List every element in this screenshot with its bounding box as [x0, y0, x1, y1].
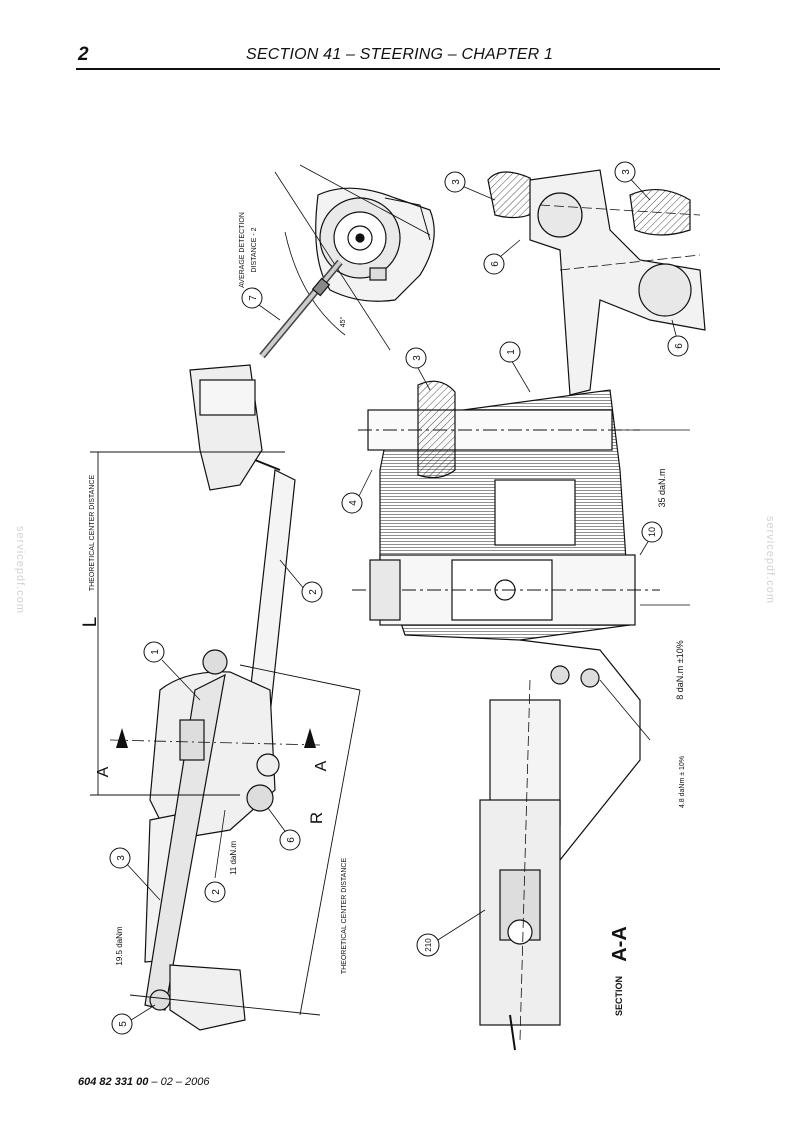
svg-text:1: 1 — [150, 649, 161, 655]
arrow-a-left-icon — [116, 728, 128, 748]
svg-text:3: 3 — [451, 179, 462, 185]
callout-10: 10 — [641, 521, 663, 543]
callout-6-topleft: 6 — [483, 253, 505, 275]
letter-l: L — [80, 617, 101, 628]
torque-195: 19.5 daNm — [115, 926, 124, 965]
theo-center-bot: THEORETICAL CENTER DISTANCE — [341, 858, 348, 975]
letter-r: R — [307, 812, 326, 824]
linkage-detail — [487, 169, 706, 396]
torque-48: 4.8 daNm ± 10% — [679, 756, 686, 808]
section-word: SECTION — [614, 976, 624, 1016]
svg-text:6: 6 — [674, 343, 685, 349]
svg-text:3: 3 — [412, 355, 423, 361]
arrow-a-right-label: A — [313, 760, 330, 771]
doc-date: – 02 – 2006 — [148, 1076, 210, 1088]
callout-3-section: 3 — [405, 347, 427, 369]
valve-block — [479, 679, 561, 1051]
dim-line-r — [299, 689, 361, 1016]
callout-4: 4 — [341, 492, 363, 514]
sensor-detail — [259, 164, 435, 359]
callout-2-mid: 2 — [301, 581, 323, 603]
callout-1-top: 1 — [499, 341, 521, 363]
torque-35: 35 daN.m — [657, 468, 667, 507]
arrow-a-left-label: A — [95, 766, 112, 777]
doc-code: 604 82 331 00 — [78, 1076, 149, 1088]
callout-3-topleft: 3 — [444, 171, 466, 193]
callout-210: 210 — [416, 933, 440, 957]
callout-6-bot: 6 — [279, 829, 301, 851]
svg-text:7: 7 — [248, 295, 259, 301]
svg-text:3: 3 — [116, 855, 127, 861]
callout-3-topright: 3 — [614, 161, 636, 183]
torque-8: 8 daN.m ±10% — [675, 640, 685, 699]
torque-11: 11 daN.m — [229, 841, 238, 875]
svg-text:210: 210 — [424, 938, 433, 952]
page-footer: 604 82 331 00 – 02 – 2006 — [78, 1076, 210, 1088]
callout-3-bot: 3 — [109, 847, 131, 869]
section-line-aa — [109, 739, 321, 746]
avg-detection-label: AVERAGE DETECTION — [239, 212, 246, 288]
svg-text:4: 4 — [348, 500, 359, 506]
theo-center-top: THEORETICAL CENTER DISTANCE — [89, 475, 96, 592]
svg-text:6: 6 — [286, 837, 297, 843]
dim-line-r-top — [239, 664, 361, 691]
arrow-a-right-icon — [304, 728, 316, 748]
svg-text:1: 1 — [506, 349, 517, 355]
page-number: 2 — [78, 44, 89, 65]
page-header: 2 SECTION 41 – STEERING – CHAPTER 1 — [0, 0, 794, 80]
callout-5: 5 — [111, 1013, 133, 1035]
avg-distance-label: DISTANCE - 2 — [251, 227, 258, 272]
callout-7: 7 — [241, 287, 263, 309]
svg-text:3: 3 — [621, 169, 632, 175]
angle-mark: 45° — [339, 317, 347, 328]
housing-section — [352, 380, 660, 881]
svg-text:5: 5 — [118, 1021, 129, 1027]
callouts: 1 1 2 2 3 3 3 3 4 5 6 6 6 7 10 210 — [109, 161, 689, 1035]
callout-6-topright: 6 — [667, 335, 689, 357]
svg-text:6: 6 — [490, 261, 501, 267]
svg-text:10: 10 — [647, 527, 657, 537]
svg-text:2: 2 — [211, 889, 222, 895]
callout-2-bot: 2 — [204, 881, 226, 903]
callout-1-left: 1 — [143, 641, 165, 663]
header-rule — [76, 68, 720, 70]
section-aa: A-A — [609, 926, 631, 962]
dim-line-r-bot — [129, 994, 321, 1016]
section-title: SECTION 41 – STEERING – CHAPTER 1 — [246, 46, 554, 63]
svg-text:2: 2 — [308, 589, 319, 595]
steering-linkage-left — [144, 364, 296, 1031]
